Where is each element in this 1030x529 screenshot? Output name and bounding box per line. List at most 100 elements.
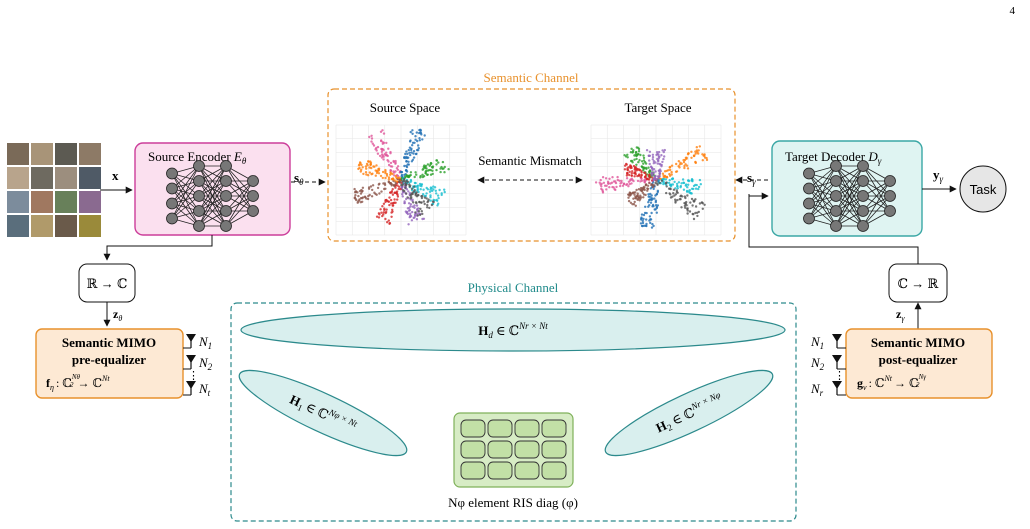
scatter-point xyxy=(380,150,384,153)
scatter-point xyxy=(384,168,387,172)
scatter-point xyxy=(375,215,379,218)
scatter-point xyxy=(364,165,368,168)
scatter-point xyxy=(640,174,643,177)
scatter-point xyxy=(358,161,362,164)
scatter-point xyxy=(381,147,384,151)
scatter-point xyxy=(392,177,395,180)
scatter-point xyxy=(420,196,424,200)
scatter-point xyxy=(380,211,383,214)
scatter-point xyxy=(387,147,390,150)
task-node xyxy=(959,165,1007,213)
scatter-point xyxy=(375,149,378,152)
network-edge xyxy=(862,180,891,212)
thumbnail-image xyxy=(79,215,101,237)
scatter-point xyxy=(353,196,357,199)
network-node xyxy=(166,167,178,180)
scatter-point xyxy=(608,186,611,189)
scatter-point xyxy=(652,171,655,175)
thumbnail-image xyxy=(55,143,77,165)
scatter-point xyxy=(396,168,400,171)
scatter-point xyxy=(364,171,368,174)
scatter-point xyxy=(411,141,415,144)
scatter-point xyxy=(650,198,653,202)
scatter-point xyxy=(640,160,644,163)
scatter-point xyxy=(393,179,396,182)
scatter-point xyxy=(634,153,637,156)
network-edge xyxy=(808,180,837,219)
scatter-point xyxy=(660,179,664,182)
scatter-point xyxy=(375,171,379,175)
scatter-point xyxy=(690,179,694,182)
scatter-point xyxy=(387,163,391,167)
scatter-point xyxy=(406,196,409,199)
scatter-point xyxy=(428,190,432,193)
scatter-point xyxy=(700,201,703,204)
scatter-point xyxy=(641,191,644,194)
scatter-point xyxy=(377,216,381,219)
scatter-point xyxy=(684,196,687,200)
scatter-point xyxy=(682,188,686,191)
scatter-point xyxy=(421,175,424,179)
scatter-point xyxy=(681,178,685,181)
scatter-point xyxy=(694,211,697,215)
scatter-point xyxy=(639,180,642,183)
scatter-point xyxy=(627,196,630,199)
scatter-point xyxy=(404,184,407,187)
scatter-point xyxy=(372,144,376,147)
scatter-point xyxy=(426,173,429,176)
scatter-point xyxy=(370,173,373,176)
scatter-point xyxy=(361,166,364,169)
network-edge xyxy=(225,180,254,212)
scatter-point xyxy=(412,150,416,153)
scatter-point xyxy=(658,172,661,176)
scatter-point xyxy=(440,193,443,197)
scatter-point xyxy=(705,158,709,162)
scatter-point xyxy=(411,132,414,135)
scatter-point xyxy=(686,209,689,212)
scatter-point xyxy=(635,188,638,192)
network-node xyxy=(803,197,815,210)
scatter-point xyxy=(421,138,424,141)
scatter-point xyxy=(648,195,652,198)
scatter-point xyxy=(694,187,698,190)
scatter-point xyxy=(671,177,675,180)
scatter-point xyxy=(404,186,407,190)
scatter-point xyxy=(368,193,371,197)
scatter-point xyxy=(409,184,412,187)
scatter-point xyxy=(375,193,378,196)
scatter-point xyxy=(415,201,418,205)
scatter-point xyxy=(376,152,380,155)
scatter-point xyxy=(686,212,689,215)
scatter-point xyxy=(423,164,426,167)
scatter-point xyxy=(606,180,610,183)
scatter-point xyxy=(692,213,695,216)
thumbnail-image xyxy=(79,167,101,189)
scatter-point xyxy=(642,213,646,217)
scatter-point xyxy=(404,152,407,156)
scatter-point xyxy=(699,183,702,186)
scatter-point xyxy=(362,172,365,176)
scatter-point xyxy=(697,210,700,214)
scatter-point xyxy=(639,153,642,157)
scatter-point xyxy=(648,175,651,178)
physical-channel-title: Physical Channel xyxy=(468,280,559,295)
scatter-point xyxy=(427,199,430,203)
scatter-point xyxy=(643,160,647,164)
scatter-point xyxy=(629,159,633,163)
scatter-point xyxy=(389,182,393,185)
scatter-point xyxy=(381,170,385,174)
scatter-point xyxy=(354,194,357,197)
scatter-point xyxy=(631,191,635,194)
scatter-point xyxy=(423,134,426,137)
scatter-point xyxy=(422,188,425,191)
z-gamma-label: zγ xyxy=(896,307,905,323)
scatter-point xyxy=(385,151,388,154)
scatter-point xyxy=(356,191,359,194)
scatter-point xyxy=(398,185,401,188)
scatter-point xyxy=(439,170,442,174)
scatter-point xyxy=(642,196,645,199)
antenna-label: N1 xyxy=(198,334,212,351)
scatter-point xyxy=(424,170,427,173)
antenna-label: N1 xyxy=(810,334,824,351)
scatter-point xyxy=(414,214,417,217)
